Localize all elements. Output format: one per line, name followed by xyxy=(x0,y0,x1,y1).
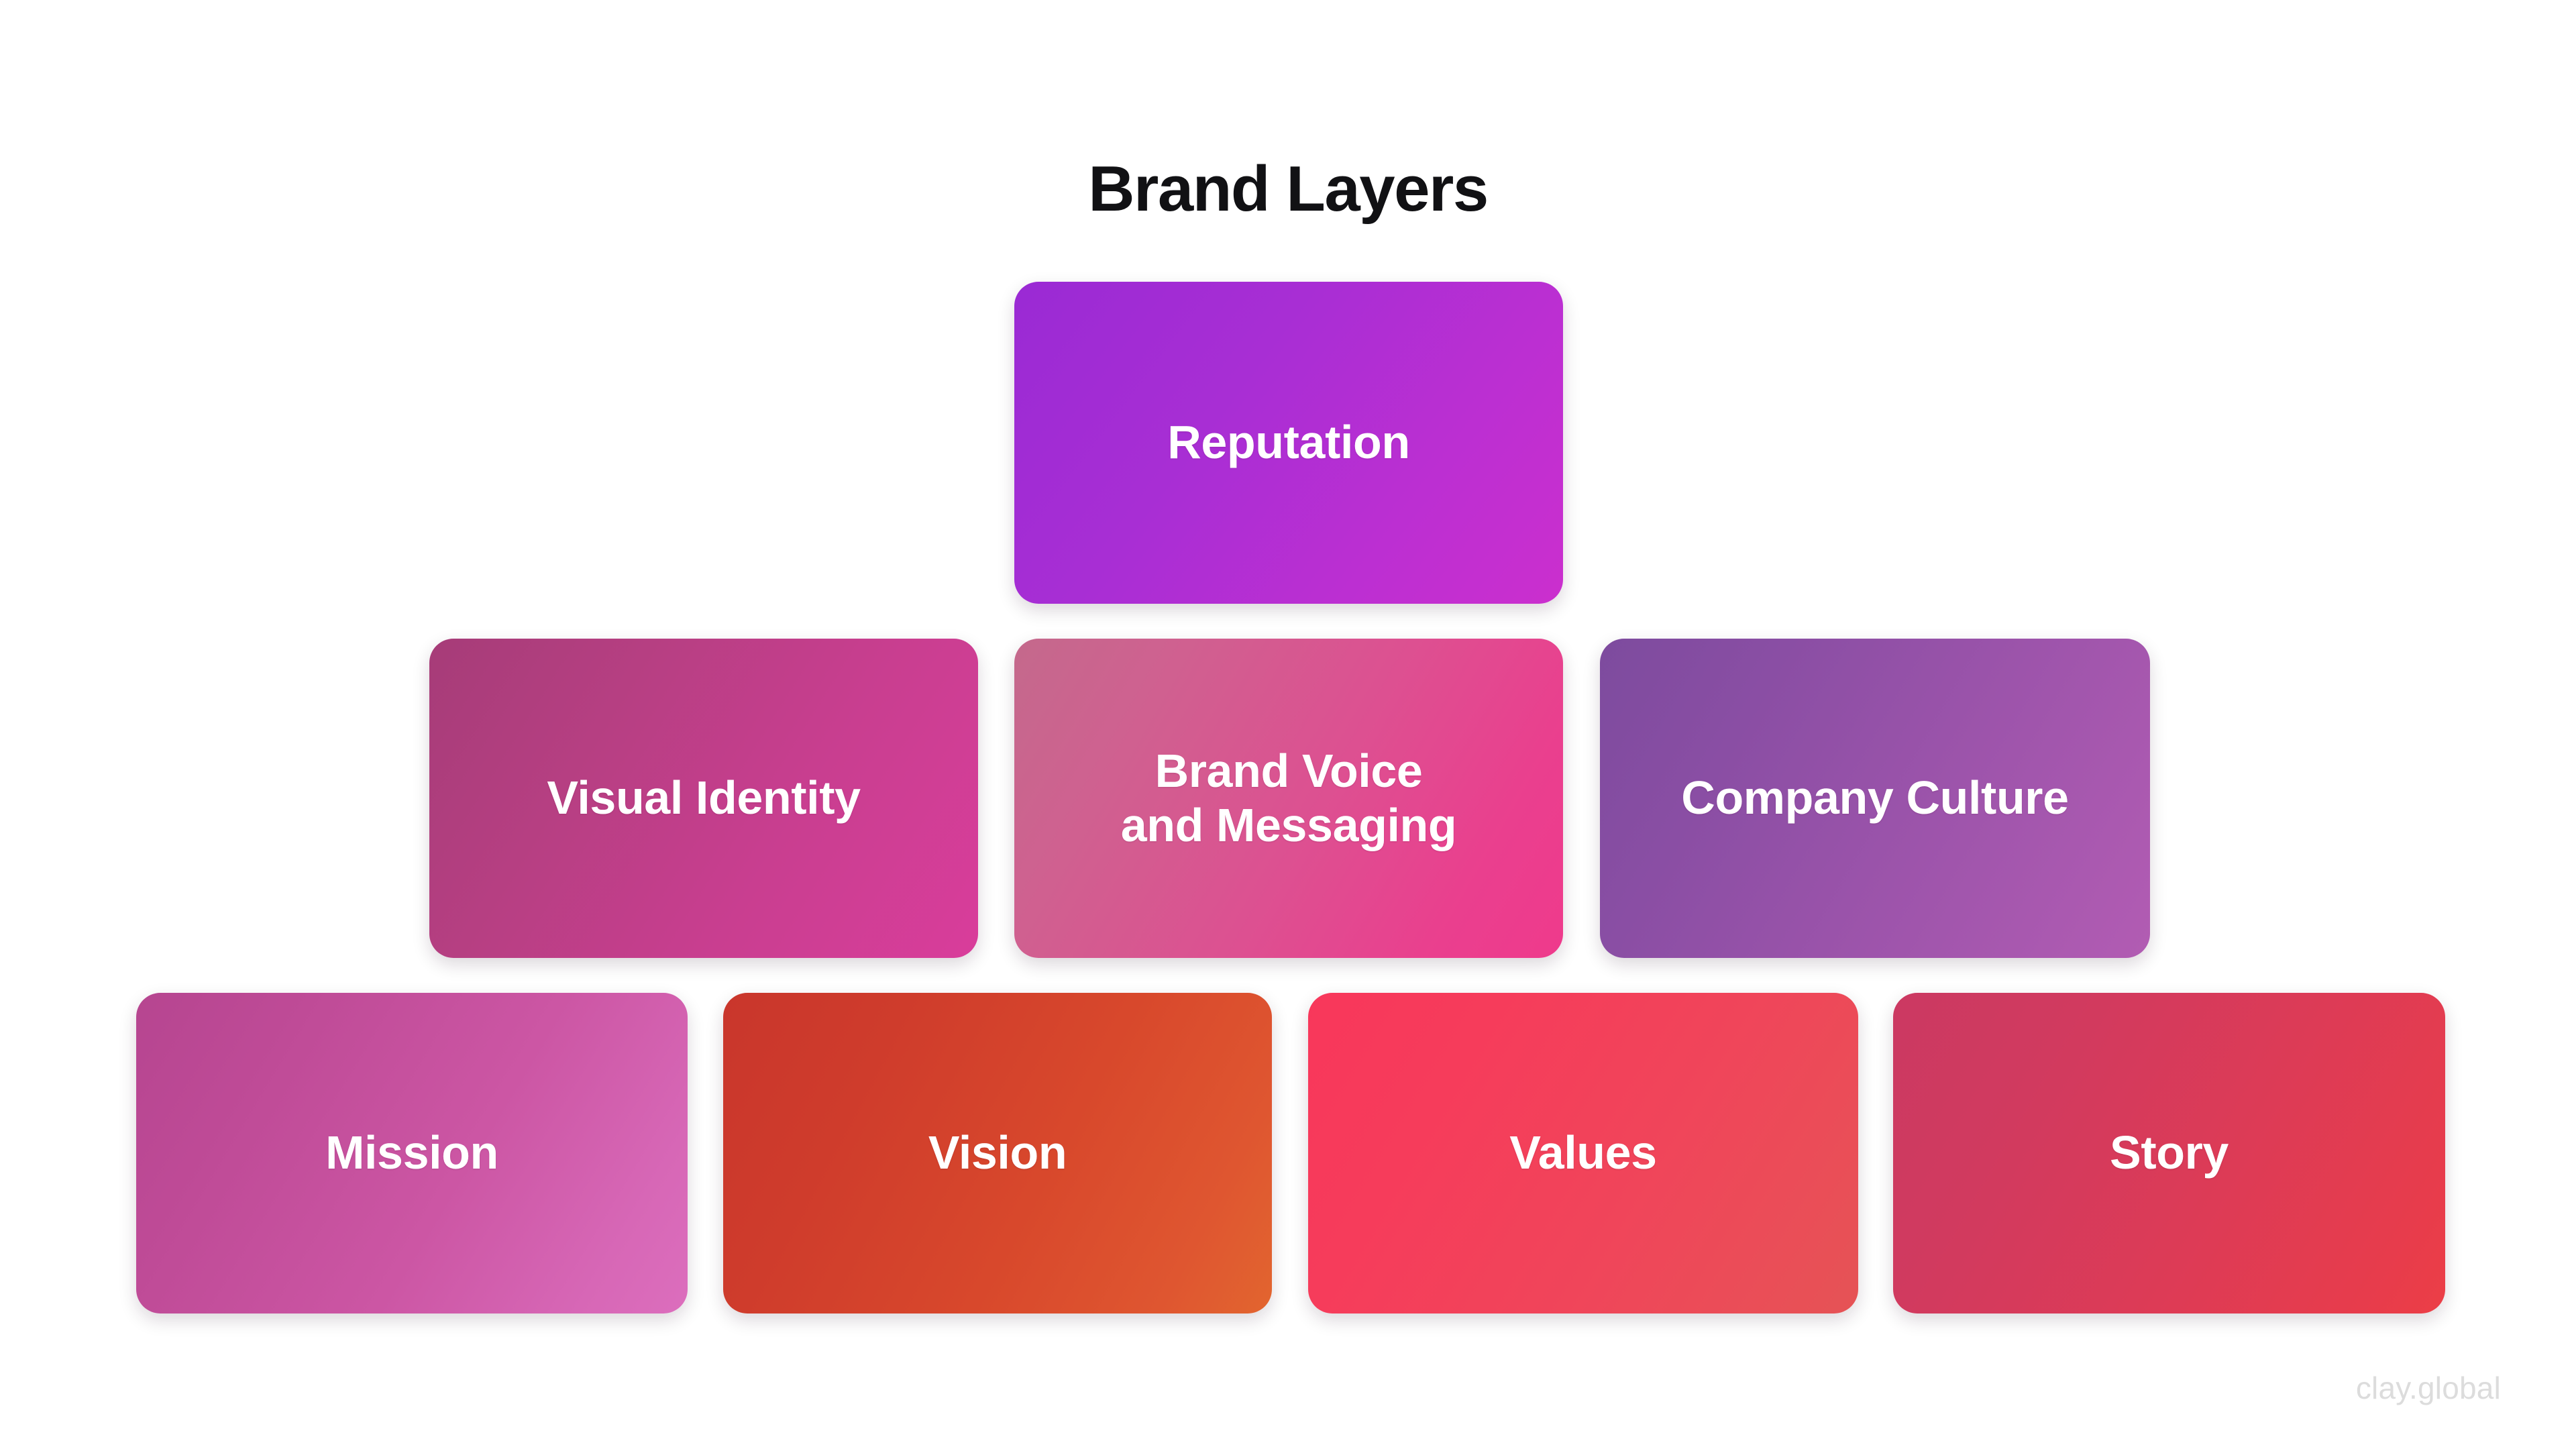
layer-box-label: Company Culture xyxy=(1681,771,2069,824)
layer-box-label: Vision xyxy=(928,1126,1067,1179)
layer-box-story[interactable]: Story xyxy=(1893,993,2445,1313)
page-title: Brand Layers xyxy=(1088,153,1489,225)
layer-box-label: Reputation xyxy=(1167,416,1410,469)
layer-box-label: Brand Voice and Messaging xyxy=(1120,744,1457,851)
watermark: clay.global xyxy=(2355,1371,2501,1405)
layer-box-company-culture[interactable]: Company Culture xyxy=(1600,639,2150,958)
layer-box-mission[interactable]: Mission xyxy=(136,993,688,1313)
layer-box-label: Visual Identity xyxy=(547,771,861,824)
layer-box-label: Mission xyxy=(325,1126,498,1179)
layer-box-visual-identity[interactable]: Visual Identity xyxy=(429,639,978,958)
layer-box-label: Story xyxy=(2110,1126,2229,1179)
layer-box-label: Values xyxy=(1509,1126,1657,1179)
layer-box-brand-voice-and-messaging[interactable]: Brand Voice and Messaging xyxy=(1014,639,1563,958)
layer-box-vision[interactable]: Vision xyxy=(723,993,1272,1313)
layer-box-reputation[interactable]: Reputation xyxy=(1014,282,1563,604)
layer-box-values[interactable]: Values xyxy=(1308,993,1858,1313)
